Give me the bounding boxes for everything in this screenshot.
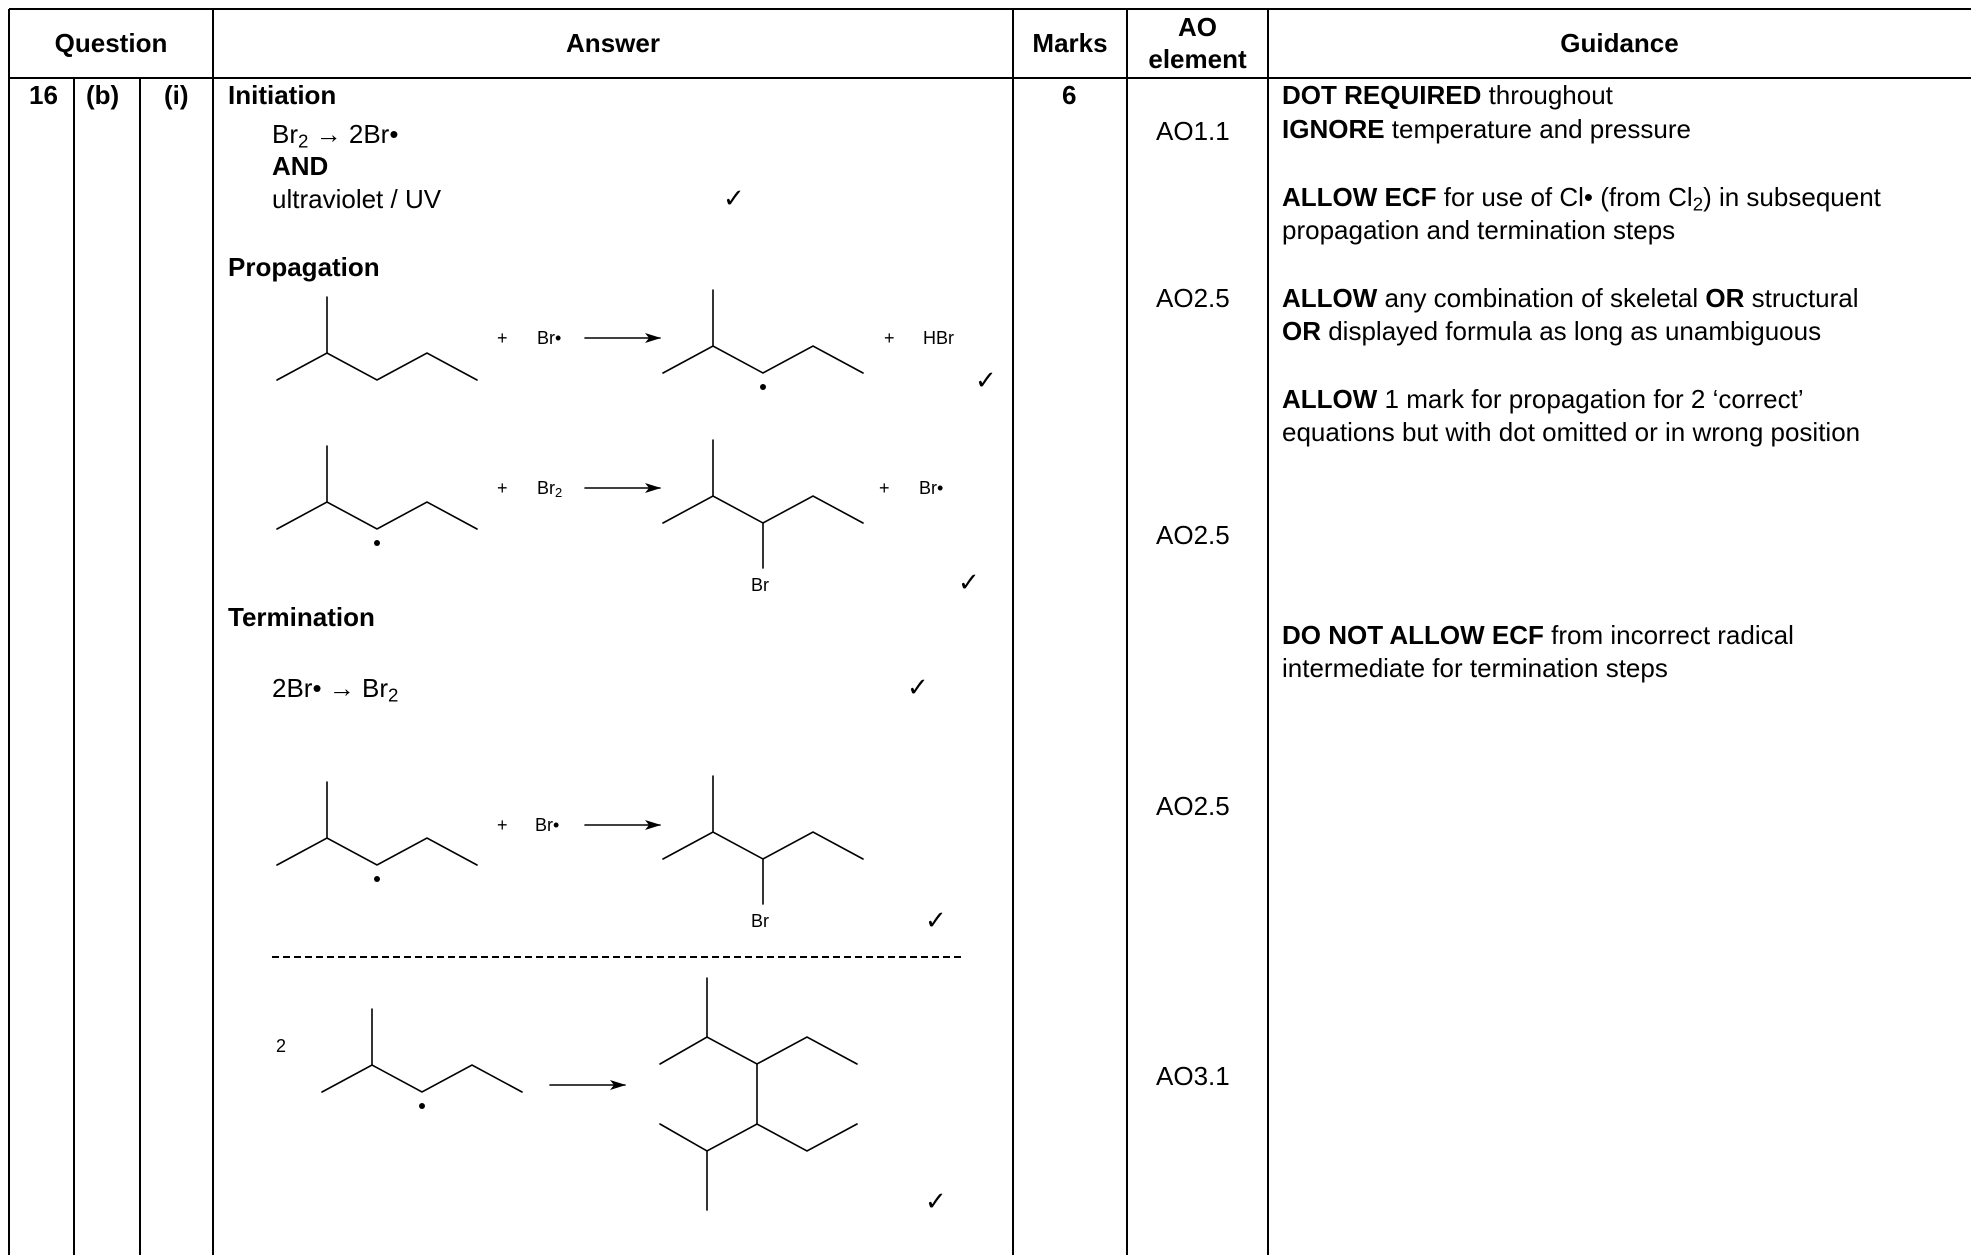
molecule-dimer-bottom: [659, 1123, 858, 1152]
radical-dot: [760, 384, 766, 390]
molecule-bromoalkane: [662, 831, 864, 860]
br-radical-label: Br•: [537, 328, 562, 348]
guidance-line: OR displayed formula as long as unambigu…: [1282, 316, 1822, 346]
initiation-heading: Initiation: [228, 80, 337, 110]
question-number: 16: [29, 80, 58, 110]
coefficient-label: 2: [276, 1036, 287, 1056]
initiation-equation: Br2 → 2Br•: [272, 119, 399, 152]
ao-element: AO2.5: [1156, 791, 1230, 821]
ao-element: AO3.1: [1156, 1061, 1230, 1091]
check-mark: ✓: [723, 183, 745, 213]
check-mark: ✓: [958, 567, 980, 597]
hbr-label: HBr: [923, 328, 954, 348]
header-marks: Marks: [1032, 28, 1108, 58]
guidance-line: DO NOT ALLOW ECF from incorrect radical: [1282, 620, 1794, 650]
termination-heading: Termination: [228, 602, 375, 632]
molecule-dimer-top: [659, 1036, 858, 1065]
molecule-radical: [276, 501, 478, 530]
header-guidance: Guidance: [1560, 28, 1679, 58]
header-ao-line1: AO: [1178, 12, 1217, 42]
ao-element: AO1.1: [1156, 116, 1230, 146]
question-part: (b): [86, 80, 120, 110]
radical-dot: [419, 1103, 425, 1109]
plus-sign: +: [884, 328, 895, 348]
header-question: Question: [54, 28, 168, 58]
ao-element: AO2.5: [1156, 283, 1230, 313]
plus-sign: +: [497, 478, 508, 498]
radical-dot: [374, 540, 380, 546]
molecule-radical: [276, 837, 478, 866]
plus-sign: +: [879, 478, 890, 498]
guidance-line: propagation and termination steps: [1282, 215, 1676, 245]
br-radical-label: Br•: [919, 478, 944, 498]
molecule-2-methylpentane: [276, 352, 478, 381]
propagation-heading: Propagation: [228, 252, 380, 282]
check-mark: ✓: [925, 1186, 947, 1216]
check-mark: ✓: [975, 365, 997, 395]
molecule-bromoalkane: [662, 495, 864, 524]
guidance-line: DOT REQUIRED throughout: [1282, 80, 1613, 110]
plus-sign: +: [497, 328, 508, 348]
ao-element: AO2.5: [1156, 520, 1230, 550]
molecule-radical: [321, 1064, 523, 1093]
check-mark: ✓: [925, 905, 947, 935]
plus-sign: +: [497, 815, 508, 835]
guidance-line: ALLOW any combination of skeletal OR str…: [1282, 283, 1859, 313]
guidance-line: ALLOW 1 mark for propagation for 2 ‘corr…: [1282, 384, 1804, 414]
check-mark: ✓: [907, 672, 929, 702]
guidance-line: intermediate for termination steps: [1282, 653, 1668, 683]
termination-equation: 2Br• → Br2: [272, 673, 399, 706]
br2-label: Br2: [537, 478, 563, 501]
uv-condition: ultraviolet / UV: [272, 184, 442, 214]
header-ao-line2: element: [1148, 44, 1247, 74]
guidance-line: ALLOW ECF for use of Cl• (from Cl2) in s…: [1282, 182, 1881, 215]
guidance-line: IGNORE temperature and pressure: [1282, 114, 1691, 144]
question-subpart: (i): [164, 80, 189, 110]
br-substituent-label: Br: [751, 911, 769, 931]
br-radical-label: Br•: [535, 815, 560, 835]
and-label: AND: [272, 151, 329, 181]
molecule-radical: [662, 345, 864, 374]
br-substituent-label: Br: [751, 575, 769, 595]
radical-dot: [374, 876, 380, 882]
guidance-line: equations but with dot omitted or in wro…: [1282, 417, 1861, 447]
marks-value: 6: [1062, 80, 1077, 110]
header-answer: Answer: [566, 28, 660, 58]
